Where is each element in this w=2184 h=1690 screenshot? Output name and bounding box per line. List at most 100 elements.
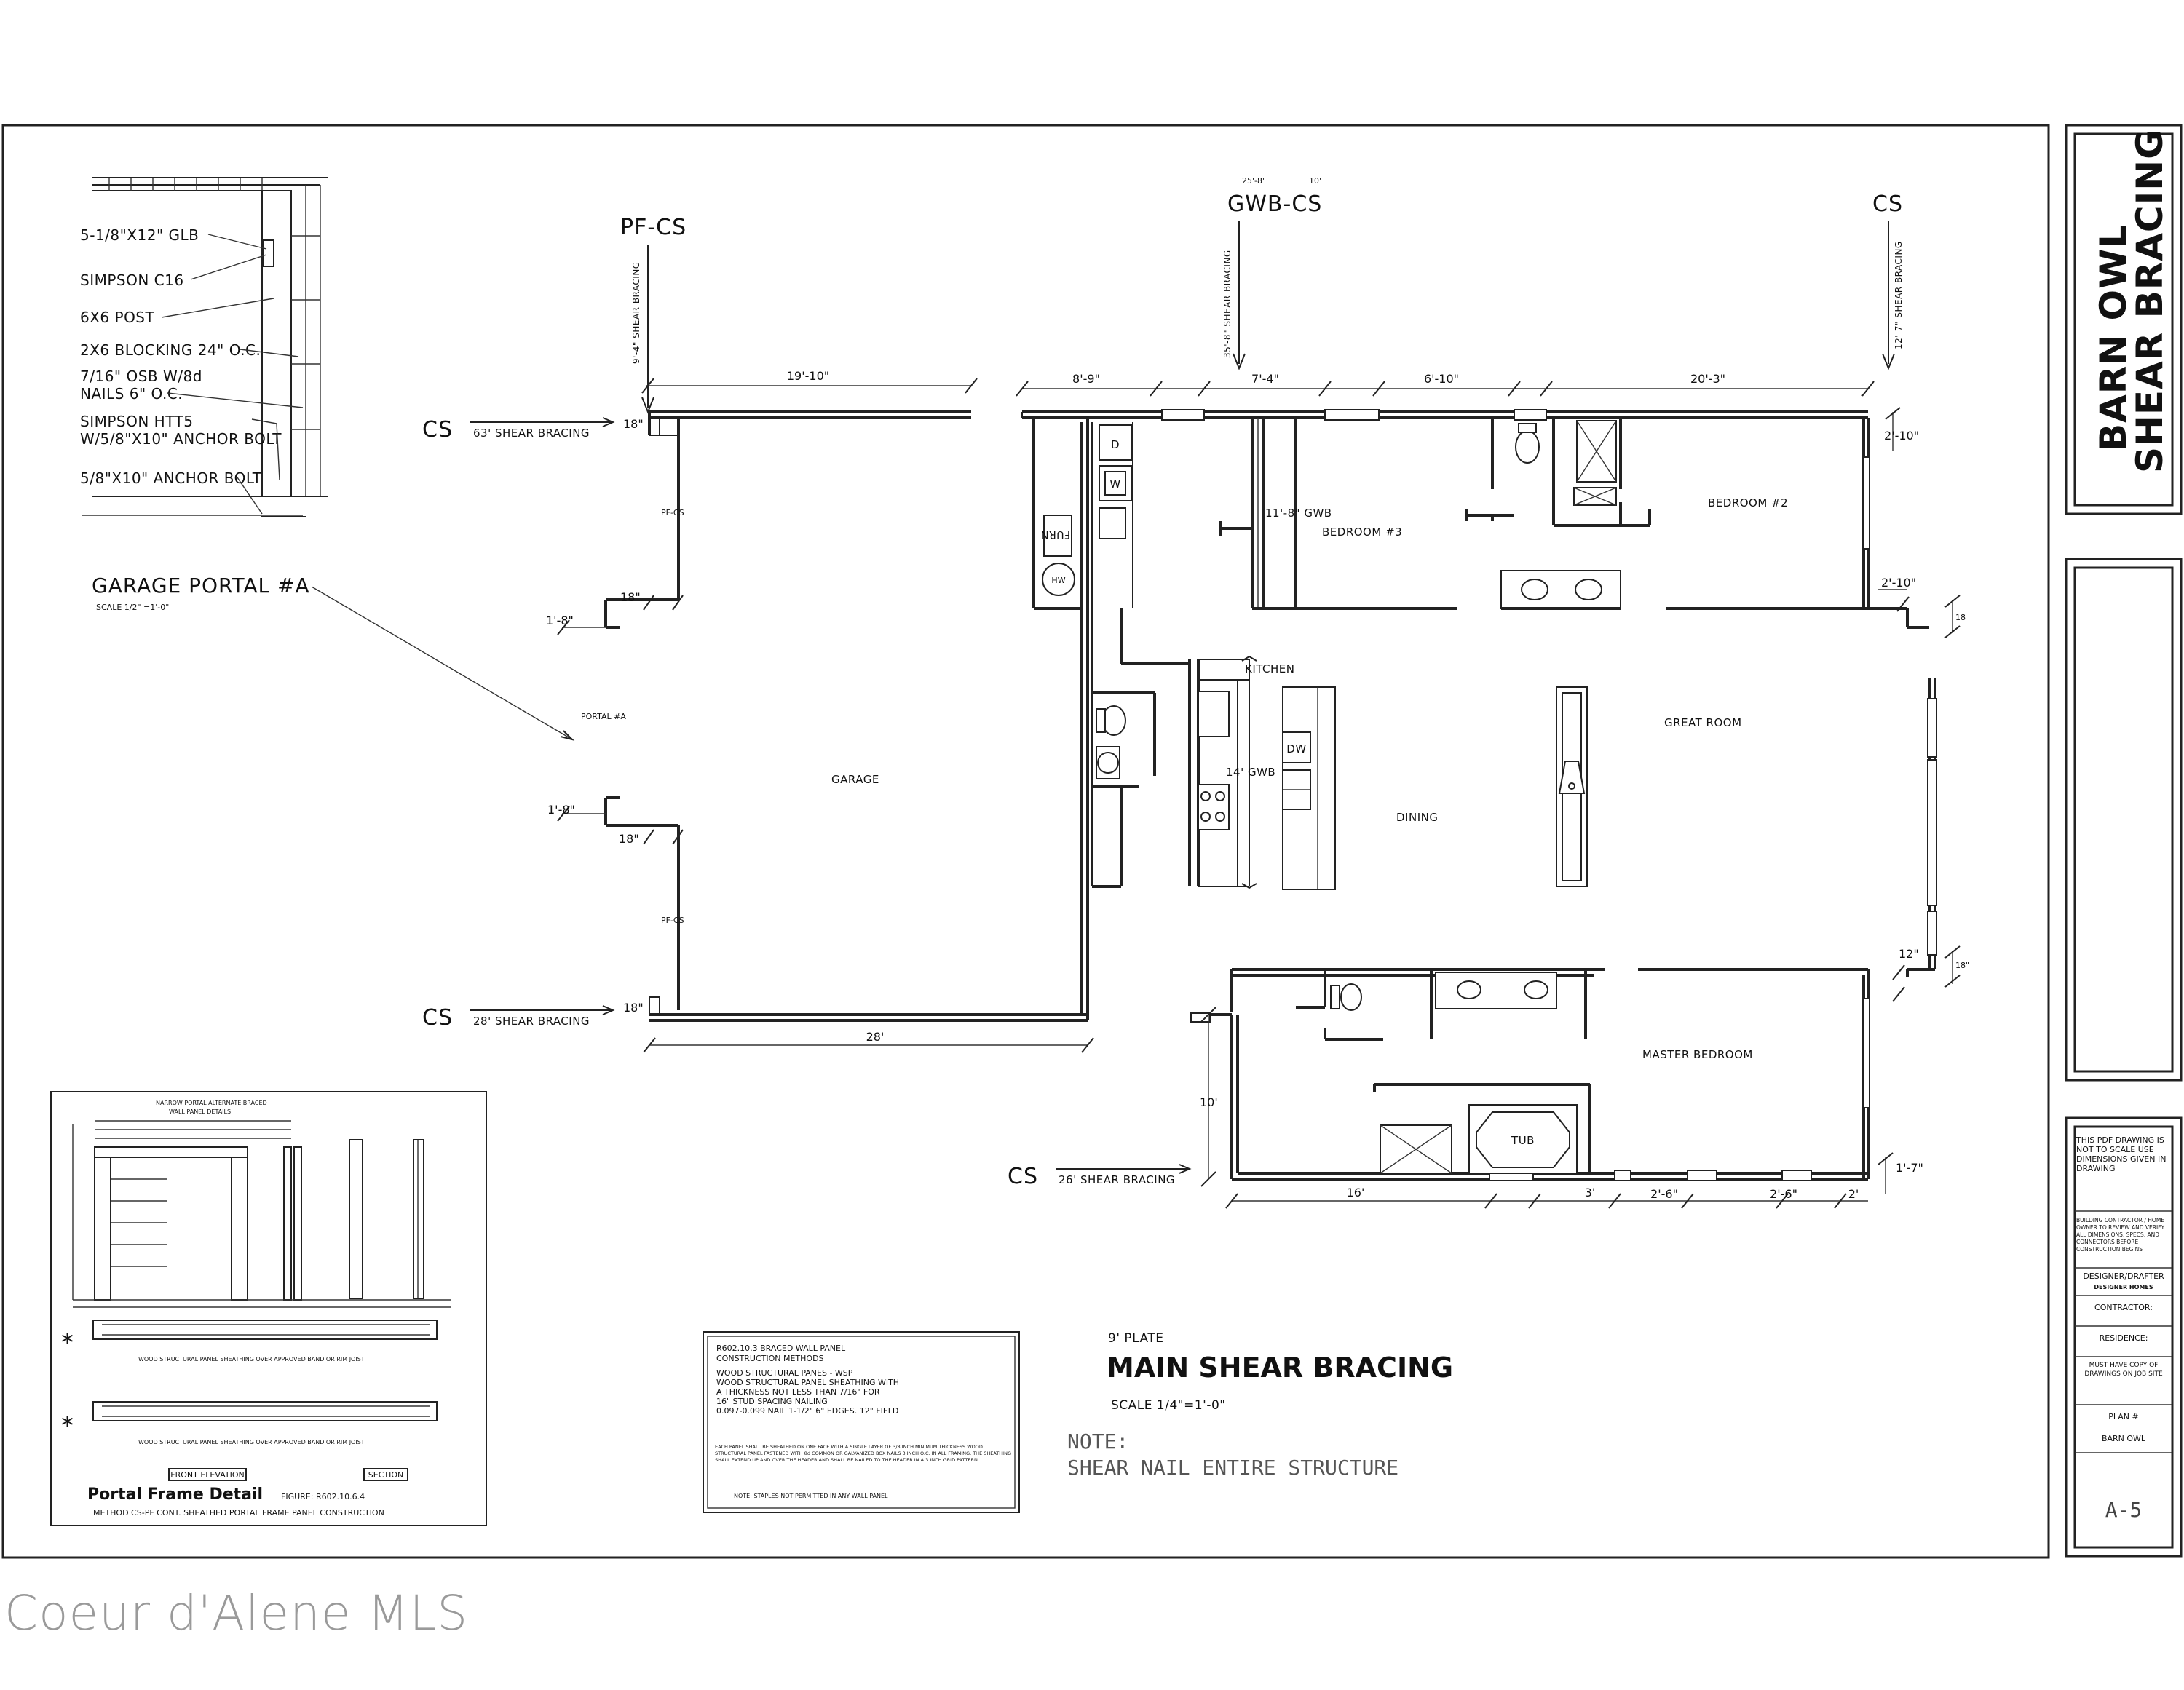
methods-frame — [703, 1331, 1020, 1513]
dim-1-8-a: 1'-8" — [546, 614, 574, 627]
asterisk-1: * — [61, 1328, 74, 1357]
tag-pf-cs: PF-CS — [620, 215, 687, 240]
nails-label: NAILS 6" O.C. — [80, 385, 183, 402]
portal-leader — [311, 586, 573, 740]
blank-panel — [2065, 558, 2183, 1082]
residence-label: RESIDENCE: — [2100, 1333, 2148, 1343]
tag-gwb-cs: GWB-CS — [1227, 191, 1322, 217]
methods-line-1: R602.10.3 BRACED WALL PANEL — [716, 1344, 846, 1353]
tag-cs-right: CS — [1872, 191, 1903, 217]
dim-18-b: 18" — [620, 590, 641, 604]
c16-label: SIMPSON C16 — [80, 271, 184, 289]
bedroom3-label: BEDROOM #3 — [1322, 525, 1402, 539]
contractor-label: CONTRACTOR: — [2094, 1303, 2153, 1312]
drawing-border — [1, 124, 2050, 1559]
plan-value: BARN OWL — [2102, 1434, 2146, 1443]
anchor-bolt-label: W/5/8"X10" ANCHOR BOLT — [80, 430, 282, 448]
plate-label: 9' PLATE — [1108, 1331, 1163, 1346]
dim-2-10-b: 2'-10" — [1881, 576, 1916, 590]
portal-note: PORTAL #A — [581, 712, 626, 721]
dim-3: 3' — [1585, 1186, 1596, 1199]
dim-18-d: 18" — [623, 1001, 644, 1015]
dim-6-10: 6'-10" — [1424, 372, 1459, 386]
dim-18-f: 18 — [1955, 613, 1966, 622]
frame-note-a: WOOD STRUCTURAL PANEL SHEATHING OVER APP… — [138, 1356, 365, 1362]
dim-20-3: 20'-3" — [1690, 372, 1725, 386]
bedroom2-label: BEDROOM #2 — [1708, 496, 1788, 509]
osb-label: 7/16" OSB W/8d — [80, 368, 202, 385]
gwb-kitchen-note: 14' GWB — [1226, 766, 1275, 779]
furnace-label: FURN — [1041, 528, 1071, 540]
pf-cs-lower-note: PF-CS — [661, 916, 684, 925]
main-title: MAIN SHEAR BRACING — [1107, 1352, 1453, 1384]
post-label: 6X6 POST — [80, 309, 155, 326]
frame-note-b: WOOD STRUCTURAL PANEL SHEATHING OVER APP… — [138, 1439, 365, 1445]
dim-12: 12" — [1899, 947, 1919, 961]
side-bracing-2: 28' SHEAR BRACING — [473, 1015, 590, 1028]
side-tag-2: CS — [422, 1005, 453, 1031]
methods-line-8: EACH PANEL SHALL BE SHEATHED ON ONE FACE… — [715, 1444, 1011, 1463]
methods-line-9: NOTE: STAPLES NOT PERMITTED IN ANY WALL … — [734, 1493, 888, 1499]
dim-2-6-b: 2'-6" — [1770, 1187, 1797, 1201]
project-title-panel — [2065, 124, 2183, 515]
figure-label: FIGURE: R602.10.6.4 — [281, 1492, 365, 1501]
designer-label: DESIGNER/DRAFTER — [2083, 1272, 2164, 1281]
right-vertical-note: 12'-7" SHEAR BRACING — [1894, 241, 1904, 349]
side-bracing-1: 63' SHEAR BRACING — [473, 427, 590, 440]
note-label: NOTE: — [1067, 1429, 1128, 1453]
dining-label: DINING — [1396, 811, 1438, 824]
dryer-label: D — [1111, 438, 1120, 451]
designer-name: DESIGNER HOMES — [2094, 1284, 2153, 1290]
dim-7-4: 7'-4" — [1251, 372, 1279, 386]
sheet-title: 9' PLATE MAIN SHEAR BRACING SCALE 1/4"=1… — [1067, 1331, 1453, 1480]
dim-2-6-a: 2'-6" — [1650, 1187, 1678, 1201]
bracing-tags: PF-CS GWB-CS 25'-8" 10' CS 9'-4" SHEAR B… — [422, 176, 1904, 1189]
methods-line-6: 16" STUD SPACING NAILING — [716, 1397, 828, 1406]
asterisk-2: * — [61, 1411, 74, 1440]
frame-header-2: WALL PANEL DETAILS — [169, 1108, 231, 1115]
info-panel — [2065, 1116, 2183, 1558]
dim-1-8-b: 1'-8" — [547, 803, 575, 817]
project-subtitle: SHEAR BRACING — [2129, 129, 2171, 473]
note-text: SHEAR NAIL ENTIRE STRUCTURE — [1067, 1456, 1398, 1480]
dimension-strings: 19'-10" 8'-9" 7'-4" 6'-10" 20'-3" 2'-10"… — [546, 369, 1969, 1209]
methods-line-5: A THICKNESS NOT LESS THAN 7/16" FOR — [716, 1387, 880, 1397]
htt5-label: SIMPSON HTT5 — [80, 413, 194, 430]
methods-line-3: WOOD STRUCTURAL PANES - WSP — [716, 1368, 853, 1378]
methods-box: R602.10.3 BRACED WALL PANEL CONSTRUCTION… — [703, 1331, 1020, 1513]
gwb-dim-left: 25'-8" — [1242, 176, 1266, 186]
glb-label: 5-1/8"X12" GLB — [80, 226, 199, 244]
scale-note: THIS PDF DRAWING IS NOT TO SCALE USE DIM… — [2076, 1135, 2167, 1173]
tub-label: TUB — [1511, 1134, 1535, 1147]
pf-cs-upper-note: PF-CS — [661, 508, 684, 517]
methods-line-2: CONSTRUCTION METHODS — [716, 1354, 824, 1363]
garage-label: GARAGE — [831, 773, 879, 786]
dim-2: 2' — [1848, 1187, 1859, 1201]
builder-note: BUILDING CONTRACTOR / HOME OWNER TO REVI… — [2076, 1217, 2165, 1253]
dim-18-c: 18" — [619, 832, 639, 846]
blocking-label: 2X6 BLOCKING 24" O.C. — [80, 341, 261, 359]
front-elevation-label: FRONT ELEVATION — [170, 1470, 244, 1480]
washer-label: W — [1109, 477, 1120, 491]
anchor-bolt-label-2: 5/8"X10" ANCHOR BOLT — [80, 469, 262, 487]
water-heater-label: HW — [1051, 576, 1065, 585]
methods-line-7: 0.097-0.099 NAIL 1-1/2" 6" EDGES. 12" FI… — [716, 1406, 898, 1416]
sheet-number: A-5 — [2105, 1498, 2143, 1522]
job-site-note: MUST HAVE COPY OF DRAWINGS ON JOB SITE — [2084, 1362, 2163, 1378]
left-vertical-note: 9'-4" SHEAR BRACING — [631, 261, 641, 364]
portal-scale: SCALE 1/2" =1'-0" — [96, 603, 169, 612]
floor-plan: FURN HW D W BEDROOM #3 11'-8" GWB — [581, 409, 1937, 1181]
mls-watermark: Coeur d'Alene MLS — [4, 1585, 469, 1641]
dim-16: 16' — [1347, 1186, 1365, 1199]
side-tag-1: CS — [422, 417, 453, 443]
plan-label: PLAN # — [2108, 1412, 2138, 1421]
middle-vertical-note: 35'-8" SHEAR BRACING — [1222, 250, 1233, 358]
great-room-label: GREAT ROOM — [1664, 716, 1742, 729]
portal-frame-box — [50, 1091, 487, 1526]
dim-28: 28' — [866, 1030, 885, 1044]
dim-18-e: 18" — [1955, 961, 1969, 970]
dim-1-7: 1'-7" — [1896, 1161, 1923, 1175]
dim-2-10-a: 2'-10" — [1884, 429, 1919, 443]
